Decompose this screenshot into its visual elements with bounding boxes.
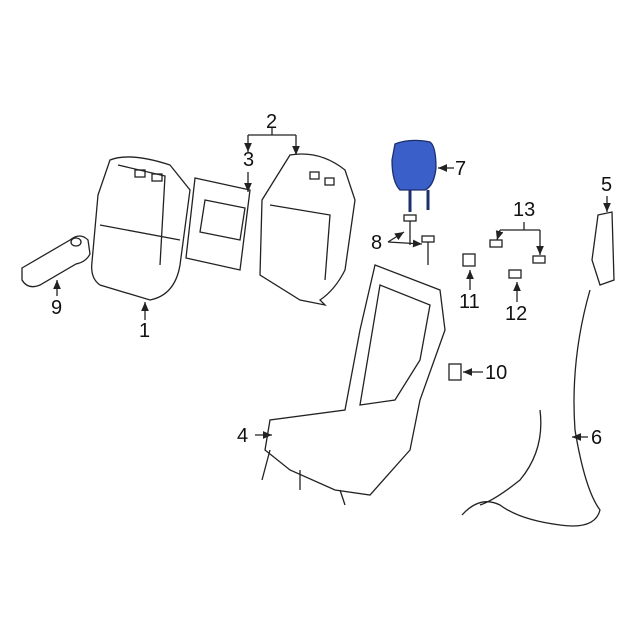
nut-part [508,269,522,279]
callout-13: 13 [513,199,536,221]
seat-frame-part [261,264,446,506]
clip-part [462,253,476,267]
callout-11: 11 [459,291,480,313]
latch-part [591,211,615,286]
heater-mat-part [185,177,251,271]
headrest-part [391,139,437,212]
callout-10: 10 [485,362,508,384]
callout-7: 7 [455,158,467,180]
armrest-part [21,235,91,288]
callout-8: 8 [371,232,383,254]
cable-part [461,289,601,527]
callout-1: 1 [139,320,151,342]
callout-4: 4 [237,425,249,447]
callout-6: 6 [591,427,603,449]
callout-2: 2 [266,111,278,133]
headrest-guide-part [403,214,435,265]
clip-part-a [489,239,503,248]
seat-back-pad-part [259,153,356,307]
callout-12: 12 [505,303,528,325]
leader-lines [53,128,611,441]
clip-part-b [532,255,546,264]
switch-part [448,363,462,381]
callout-9: 9 [51,297,63,319]
callout-5: 5 [601,174,613,196]
seat-back-part [91,156,191,301]
callout-3: 3 [243,149,255,171]
